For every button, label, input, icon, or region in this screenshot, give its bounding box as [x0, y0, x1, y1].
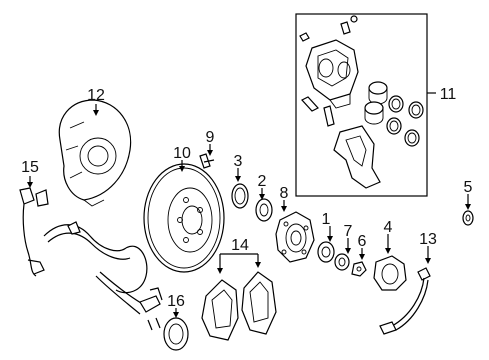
caliper-body: [305, 39, 359, 109]
spindle-nut: [351, 261, 367, 277]
small-bolt-left: [299, 32, 310, 42]
lock-washer: [334, 253, 350, 271]
callout-numbers: 1 2 3 4 5 6 7 8 9 10 11 12 13 14 15 16: [21, 86, 472, 310]
callout-4: 4: [384, 219, 393, 236]
callout-6: 6: [358, 233, 367, 250]
outer-bearing: [317, 241, 335, 263]
inner-bearing: [255, 198, 273, 222]
callout-15: 15: [21, 159, 39, 176]
locking-hub: [373, 255, 407, 291]
caliper-kit-frame: [295, 13, 428, 197]
piston-seals: [386, 95, 424, 147]
leader-lines: [27, 104, 471, 318]
callout-13: 13: [419, 231, 437, 248]
abs-sensor-harness: [19, 187, 163, 331]
brake-pad-right: [241, 271, 277, 335]
abs-tone-ring: [163, 317, 189, 351]
brake-hose: [379, 267, 431, 335]
caliper-bracket: [333, 125, 381, 189]
wheel-hub: [275, 211, 315, 263]
callout-8: 8: [280, 185, 289, 202]
brake-pad-left: [201, 279, 239, 341]
splash-shield: [58, 99, 132, 207]
callout-2: 2: [258, 173, 267, 190]
callout-11: 11: [440, 86, 457, 103]
wheel-stud: [199, 153, 215, 169]
callout-1: 1: [322, 211, 331, 228]
callout-9: 9: [206, 129, 215, 146]
callout-5: 5: [464, 179, 473, 196]
slide-pin-upper: [301, 96, 319, 112]
callout-14: 14: [231, 237, 249, 254]
callout-16: 16: [167, 293, 185, 310]
callout-12: 12: [87, 87, 105, 104]
caliper-piston-1: [368, 81, 388, 105]
grease-seal: [231, 183, 249, 209]
snap-ring: [462, 210, 474, 226]
callout-3: 3: [234, 153, 243, 170]
caliper-kit-inset: [295, 13, 436, 197]
slide-pin-lower: [323, 105, 335, 127]
caliper-piston-2: [364, 101, 384, 125]
callout-7: 7: [344, 223, 353, 240]
bleeder-screw: [340, 15, 358, 35]
callout-10: 10: [173, 145, 191, 162]
brake-rotor: [143, 163, 225, 273]
